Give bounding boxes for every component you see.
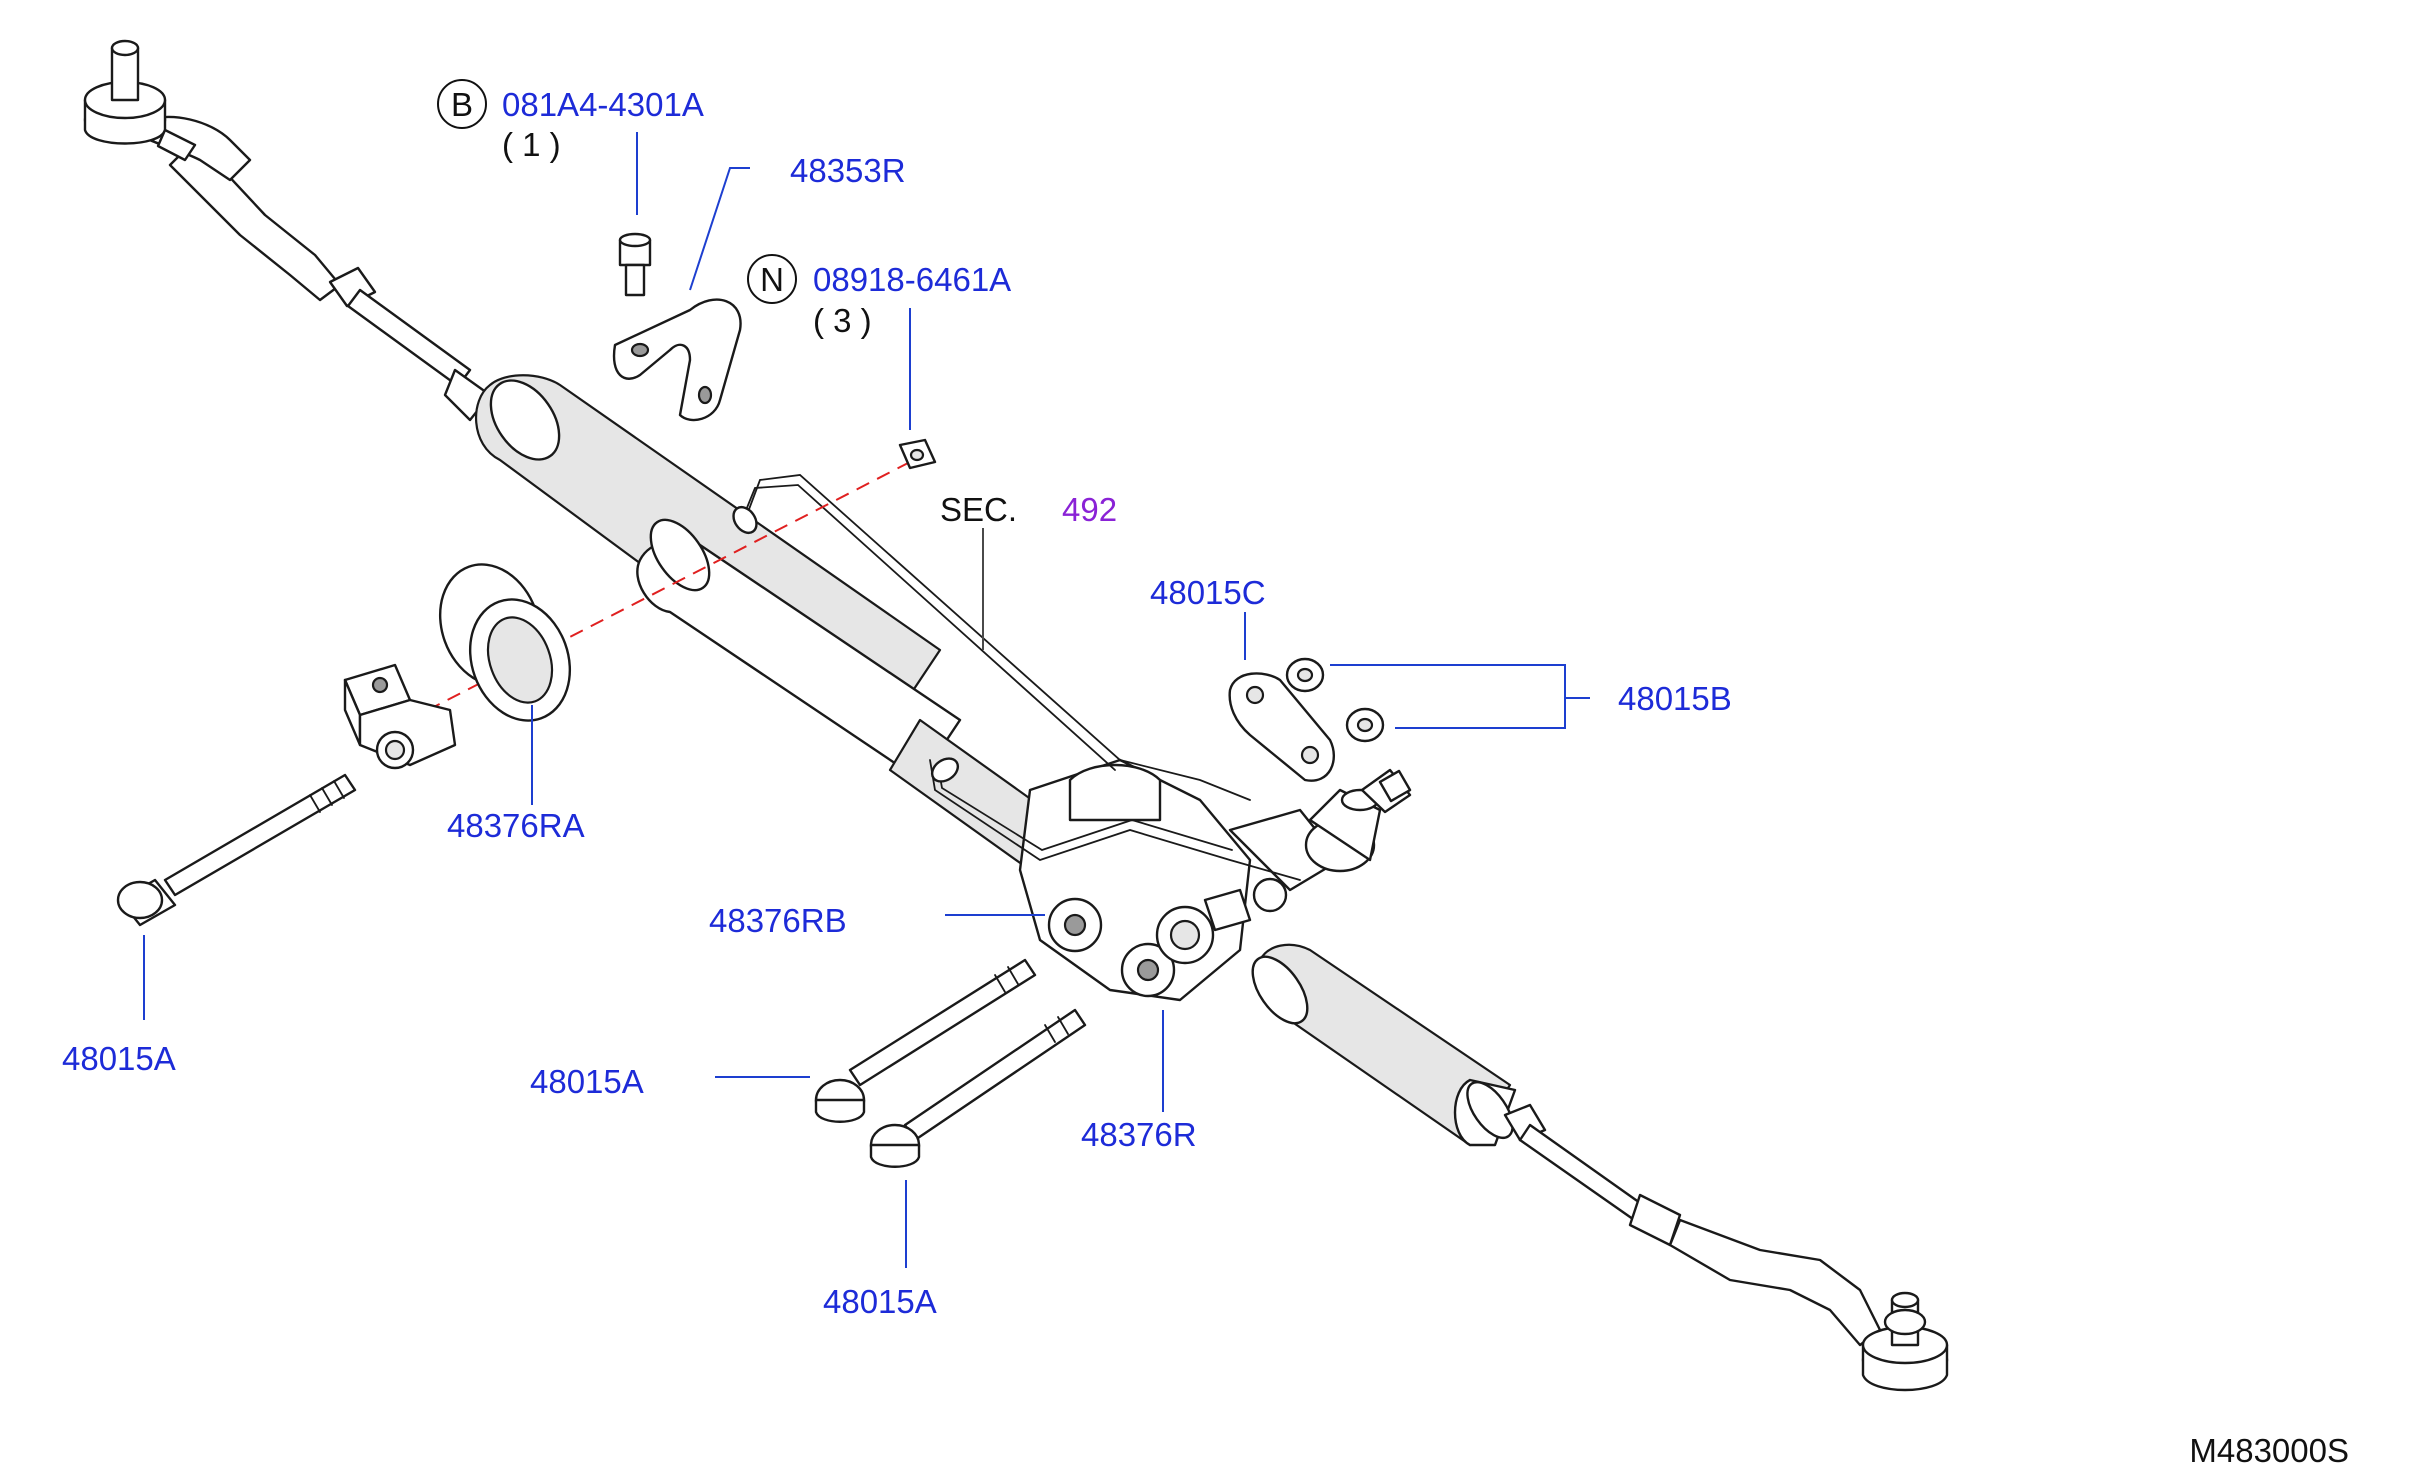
nut-symbol-letter: N xyxy=(760,261,784,298)
clamp-bracket xyxy=(612,298,742,422)
leader-lines xyxy=(143,132,1590,1268)
section-prefix: SEC. xyxy=(940,491,1017,528)
section-number-link[interactable]: 492 xyxy=(1062,491,1117,528)
right-rack-housing xyxy=(1251,943,1517,1147)
bolt-symbol-letter: B xyxy=(451,86,473,123)
label-48015c[interactable]: 48015C xyxy=(1150,574,1266,611)
bolt-quantity: ( 1 ) xyxy=(502,126,561,163)
left-tie-rod-end xyxy=(83,39,342,302)
label-48376ra[interactable]: 48376RA xyxy=(447,807,585,844)
callout-nut: N 08918-6461A ( 3 ) xyxy=(747,254,1011,339)
diagram-code: M483000S xyxy=(2189,1432,2349,1469)
right-tie-rod-end xyxy=(1668,1218,1949,1392)
small-bolt xyxy=(618,232,652,297)
long-bolt-center xyxy=(814,958,1037,1123)
rack-housing xyxy=(474,374,1062,872)
mounting-plate xyxy=(1228,672,1335,782)
left-inner-tie-rod xyxy=(328,266,492,422)
bolt-symbol-circle xyxy=(437,79,487,129)
label-48015a-center[interactable]: 48015A xyxy=(530,1063,644,1100)
label-48015a-bottom[interactable]: 48015A xyxy=(823,1283,937,1320)
insulator-ring xyxy=(438,563,572,722)
long-bolt-left xyxy=(116,773,357,927)
nut-symbol-circle xyxy=(747,254,797,304)
callout-bolt: B 081A4-4301A ( 1 ) xyxy=(437,79,704,163)
flange-nuts xyxy=(1285,657,1385,743)
label-48376r[interactable]: 48376R xyxy=(1081,1116,1197,1153)
long-bolt-bottom xyxy=(869,1008,1087,1168)
mounting-centerline xyxy=(359,461,911,746)
right-inner-tie-rod xyxy=(1503,1103,1682,1247)
nut-quantity: ( 3 ) xyxy=(813,302,872,339)
hydraulic-lines xyxy=(732,474,1301,881)
label-48015b[interactable]: 48015B xyxy=(1618,680,1732,717)
gear-valve-body xyxy=(1018,758,1412,1002)
label-48353r[interactable]: 48353R xyxy=(790,152,906,189)
label-48015a-left[interactable]: 48015A xyxy=(62,1040,176,1077)
bushing-block xyxy=(343,663,457,770)
small-nut xyxy=(898,438,937,470)
nut-part-number[interactable]: 08918-6461A xyxy=(813,261,1011,298)
label-48376rb[interactable]: 48376RB xyxy=(709,902,847,939)
bolt-part-number[interactable]: 081A4-4301A xyxy=(502,86,704,123)
